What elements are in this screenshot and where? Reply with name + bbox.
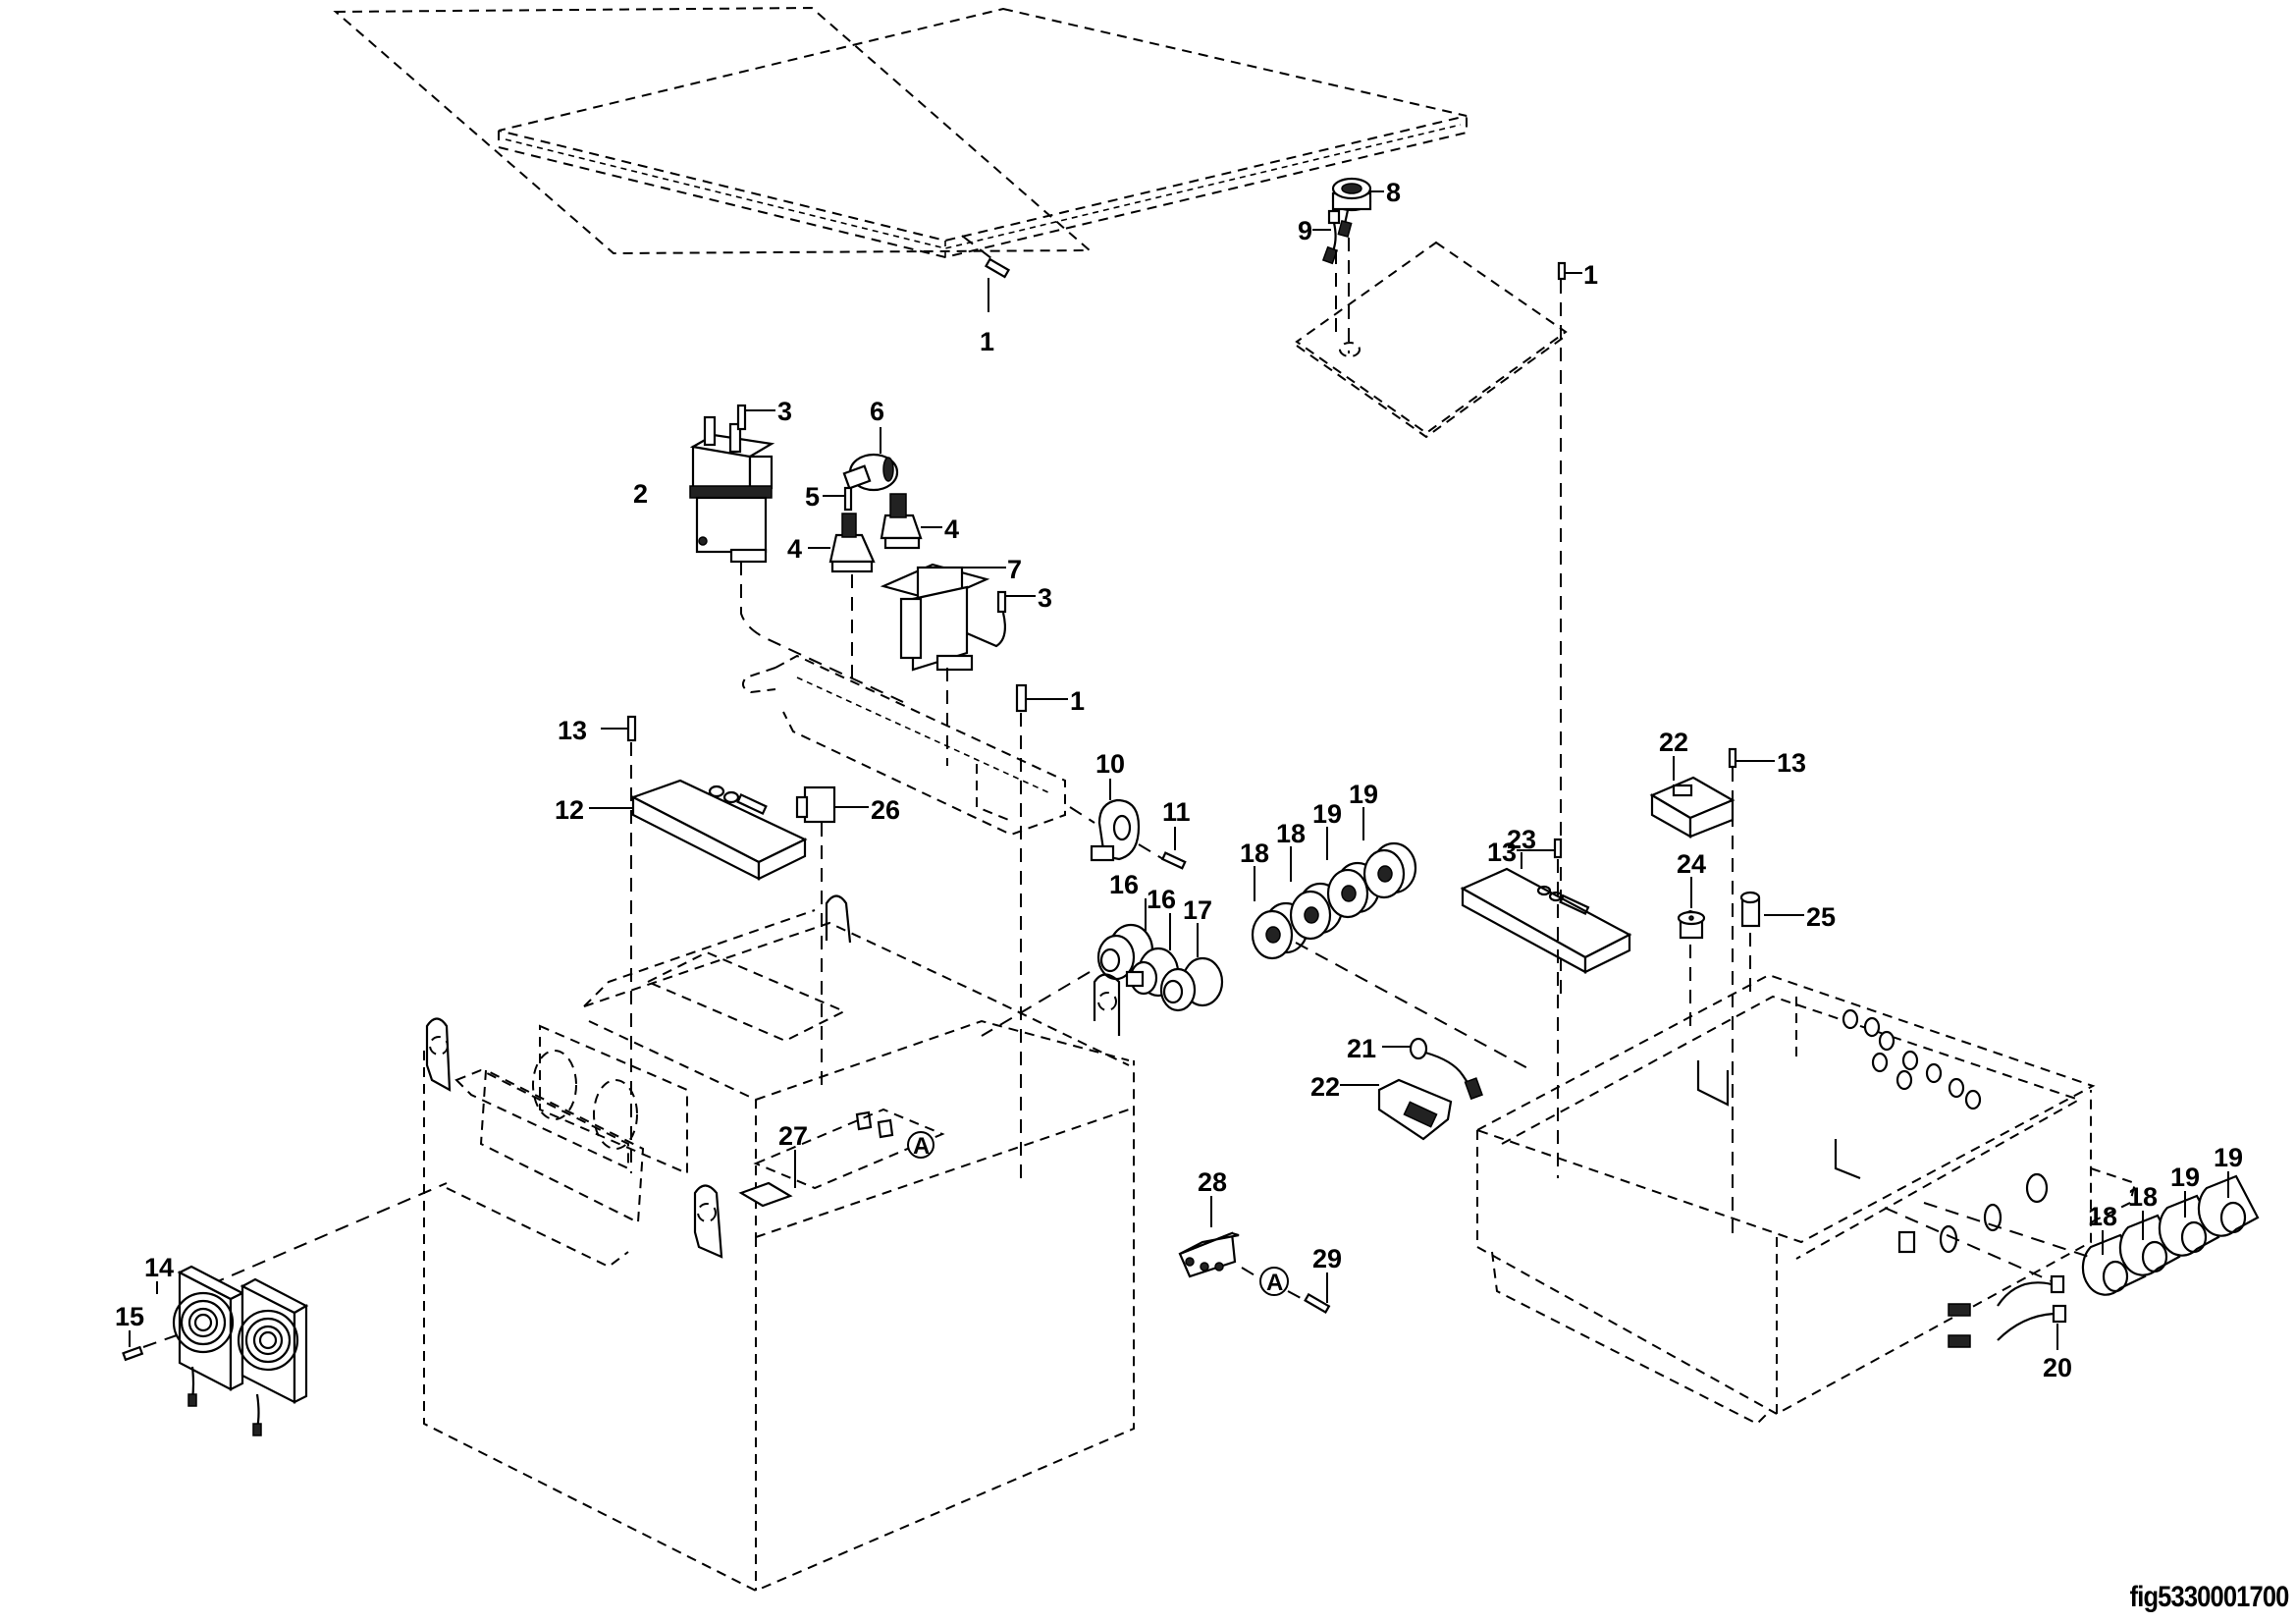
callout-18-b: 18	[1276, 819, 1306, 848]
callout-4-left: 4	[787, 534, 802, 564]
callout-19-d: 19	[2214, 1143, 2243, 1172]
fuse-holder-part-4-left	[808, 513, 876, 573]
fuse-holder-part-4-right	[880, 493, 942, 550]
harness-part-9	[1312, 209, 1341, 339]
screw-part-13-mid	[1517, 838, 1563, 1178]
callout-13-mid: 13	[1487, 838, 1517, 867]
detail-letter-a-switch: A	[1266, 1270, 1283, 1296]
callout-15: 15	[115, 1302, 144, 1331]
callout-5: 5	[805, 482, 820, 512]
callout-19-a: 19	[1312, 799, 1342, 829]
screw-part-11	[1160, 827, 1187, 870]
callout-11: 11	[1162, 797, 1191, 827]
switch-part-28	[1178, 1196, 1302, 1299]
cooling-fan-part-14-b	[237, 1277, 309, 1436]
callout-13-left: 13	[558, 716, 587, 745]
cover-part-22	[1340, 1078, 1453, 1141]
module-part-22-upper	[1649, 756, 1735, 839]
callout-12: 12	[555, 795, 584, 825]
cable-gland-part-19-b	[1362, 807, 1417, 899]
screw-part-3-lower	[966, 590, 1036, 648]
contactor-part-2	[689, 415, 775, 564]
detail-marker-a-switch	[1259, 1267, 1289, 1296]
callout-18-c: 18	[2088, 1202, 2117, 1231]
harness-part-20	[1884, 1207, 2067, 1350]
detail-letter-a-frame: A	[913, 1133, 930, 1160]
callout-25: 25	[1806, 902, 1836, 932]
screw-part-5	[823, 486, 853, 512]
callout-9: 9	[1298, 216, 1312, 245]
callout-7: 7	[1007, 555, 1022, 584]
callout-1-top: 1	[980, 327, 994, 356]
plug-part-24	[1677, 877, 1706, 1031]
fuse-part-6	[842, 427, 899, 492]
callout-6: 6	[870, 397, 884, 426]
relay-part-26	[795, 785, 869, 1090]
callout-14: 14	[144, 1253, 174, 1282]
main-contactor-part-7	[880, 563, 1006, 672]
cooling-fan-part-14-a	[156, 1265, 245, 1407]
current-sensor-part-10	[1069, 779, 1164, 862]
screw-part-1-right	[1557, 261, 1582, 997]
detail-marker-a-frame	[907, 1131, 934, 1159]
callout-19-b: 19	[1349, 780, 1378, 809]
callout-22-cover: 22	[1310, 1072, 1340, 1102]
cable-gland-part-19-d	[2197, 1171, 2260, 1237]
callout-20: 20	[2043, 1353, 2072, 1382]
callout-27: 27	[778, 1121, 808, 1151]
screw-part-1-bracket	[1015, 683, 1068, 1178]
callout-17: 17	[1183, 895, 1212, 925]
mounting-bracket	[741, 654, 1066, 837]
callout-10: 10	[1095, 749, 1125, 779]
callout-28: 28	[1198, 1167, 1227, 1197]
right-frame	[1474, 973, 2137, 1426]
callout-3-lower: 3	[1038, 583, 1052, 613]
screw-part-15	[122, 1330, 178, 1362]
screw-part-13-left	[601, 715, 637, 1173]
callout-13-right: 13	[1777, 748, 1806, 778]
callout-3-upper: 3	[777, 397, 792, 426]
callout-1-bracket: 1	[1070, 686, 1085, 716]
cable-gland-part-18-c	[2081, 1230, 2147, 1296]
screw-part-13-right	[1728, 747, 1775, 1242]
cable-gland-part-19-a	[1326, 827, 1381, 919]
callout-24: 24	[1677, 849, 1706, 879]
cable-gland-part-17	[1159, 923, 1224, 1012]
callout-21: 21	[1347, 1034, 1376, 1063]
callout-1-right: 1	[1583, 260, 1598, 290]
top-cover-right	[1295, 241, 1568, 439]
callout-18-d: 18	[2128, 1182, 2158, 1212]
screw-part-3-upper	[736, 404, 775, 431]
callout-19-c: 19	[2170, 1163, 2200, 1192]
callout-18-a: 18	[1240, 839, 1269, 868]
spacer-part-25	[1739, 891, 1804, 992]
harness-connector-part-21	[1382, 1037, 1483, 1101]
callout-23: 23	[1507, 825, 1536, 854]
controller-part-23	[1460, 852, 1632, 974]
callout-2: 2	[633, 479, 648, 509]
top-cover-left	[333, 6, 1468, 259]
callout-8: 8	[1386, 178, 1401, 207]
callout-16-b: 16	[1147, 885, 1176, 914]
battery-indicator-part-8	[1331, 177, 1384, 353]
callout-22-upper: 22	[1659, 728, 1688, 757]
figure-id-label: fig5330001700	[2129, 1581, 2289, 1613]
left-frame	[423, 894, 1135, 1593]
motor-controller-part-12	[589, 779, 808, 881]
callout-labels: 1 3 2 6 5 4 4 7 3 1 13 12 26 10 11 16 16…	[115, 178, 2243, 1382]
callout-29: 29	[1312, 1244, 1342, 1273]
callout-26: 26	[871, 795, 900, 825]
screw-part-1-top	[961, 235, 1011, 312]
screw-part-29	[1304, 1272, 1331, 1314]
callout-16-a: 16	[1109, 870, 1139, 899]
callout-4-right: 4	[944, 514, 959, 544]
